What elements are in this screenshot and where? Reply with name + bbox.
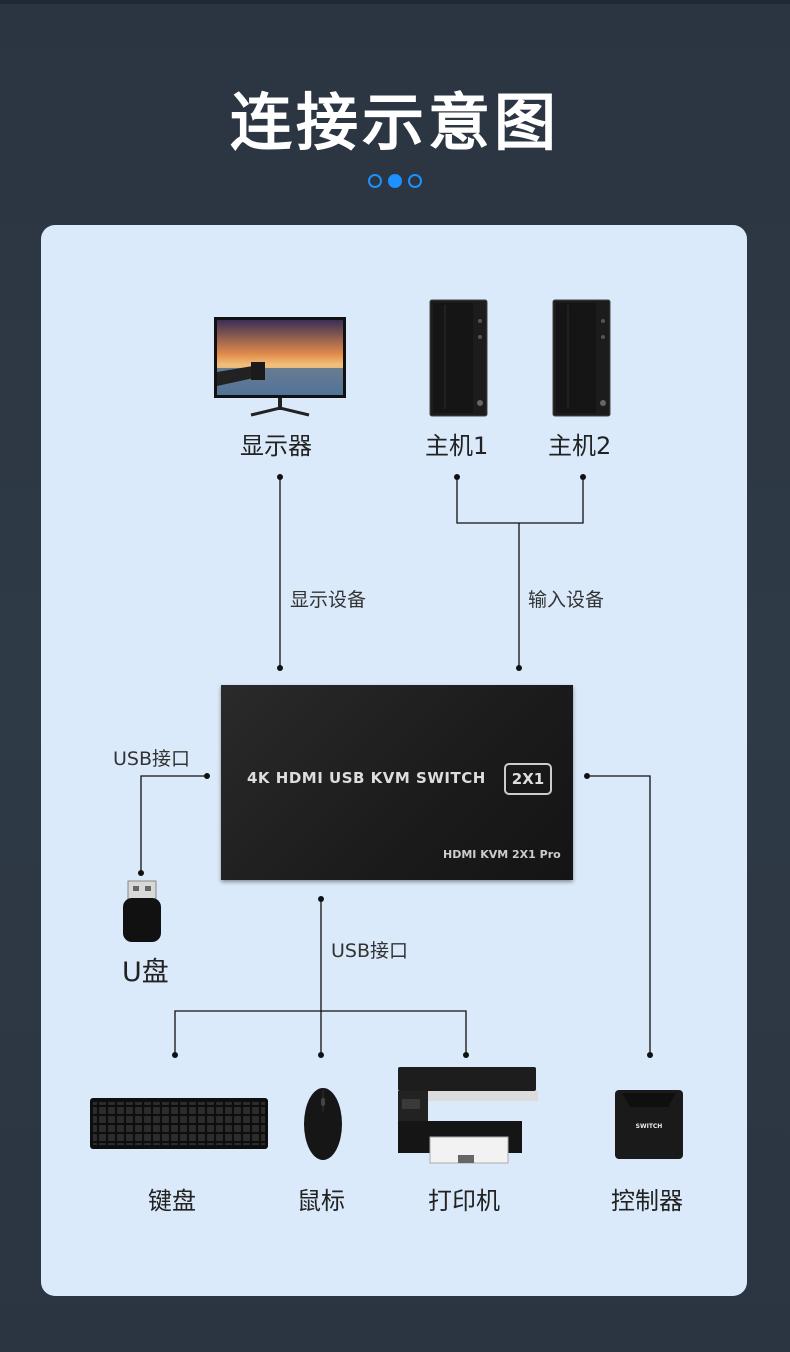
switch-badge: 2X1 — [504, 763, 552, 795]
switch-title: 4K HDMI USB KVM SWITCH — [247, 769, 486, 787]
kvm-switch-device: 4K HDMI USB KVM SWITCH 2X1 HDMI KVM 2X1 … — [221, 685, 573, 880]
monitor-label: 显示器 — [240, 432, 312, 460]
host-2-icon — [552, 299, 611, 417]
controller-switch-text: SWITCH — [635, 1123, 663, 1130]
usb-bottom-label: USB接口 — [331, 940, 409, 962]
mouse-icon — [304, 1088, 342, 1160]
line-peripherals — [174, 1010, 467, 1055]
mouse-label: 鼠标 — [297, 1187, 345, 1215]
input-connector-label: 输入设备 — [528, 589, 605, 611]
host-1-label: 主机1 — [425, 432, 489, 460]
line-udisk — [140, 775, 207, 873]
controller-switch-text-wrap: SWITCH — [615, 1091, 683, 1159]
controller-icon — [615, 1090, 683, 1159]
controller-label: 控制器 — [611, 1187, 683, 1215]
keyboard-label: 键盘 — [148, 1187, 196, 1215]
keyboard-icon — [90, 1098, 268, 1149]
monitor-icon — [214, 317, 346, 417]
dot-2-active[interactable] — [388, 174, 402, 188]
host-2-label: 主机2 — [548, 432, 612, 460]
printer-label: 打印机 — [428, 1187, 500, 1215]
top-border — [0, 0, 790, 4]
display-connector-label: 显示设备 — [290, 589, 367, 611]
line-hosts — [456, 477, 584, 524]
udisk-label: U盘 — [122, 957, 169, 988]
page-title: 连接示意图 — [229, 86, 560, 159]
printer-icon — [398, 1067, 538, 1164]
dot-1[interactable] — [368, 174, 382, 188]
line-controller — [587, 775, 651, 1055]
pagination-dots — [0, 174, 790, 188]
dot-3[interactable] — [408, 174, 422, 188]
host-1-icon — [429, 299, 488, 417]
switch-model: HDMI KVM 2X1 Pro — [443, 848, 561, 861]
usb-left-label: USB接口 — [113, 748, 191, 770]
usb-drive-icon — [123, 880, 161, 942]
